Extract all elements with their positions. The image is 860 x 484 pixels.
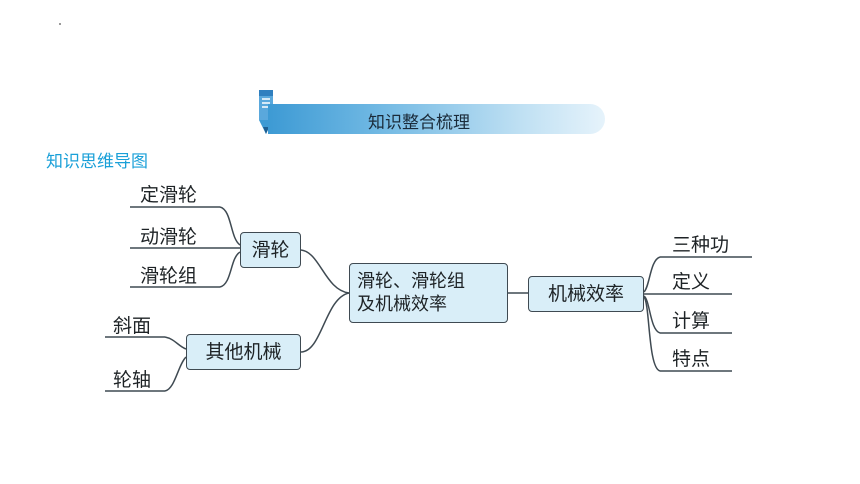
efficiency-node: 机械效率 (528, 276, 644, 312)
banner-title: 知识整合梳理 (368, 113, 470, 133)
leaf-calculation: 计算 (672, 310, 711, 332)
connector-three-works (643, 256, 661, 293)
section-banner (268, 104, 605, 134)
connector-incline (164, 336, 187, 350)
connector-center-other (300, 292, 350, 353)
leaf-wheel-axle: 轮轴 (113, 369, 152, 391)
center-node: 滑轮、滑轮组 及机械效率 (349, 263, 508, 323)
connector-fixed-pulley (219, 206, 241, 246)
connector-wheel-axle (164, 356, 187, 392)
connector-center-pulley (300, 249, 350, 294)
leaf-characteristics: 特点 (672, 348, 711, 370)
leaf-movable-pulley: 动滑轮 (140, 226, 198, 248)
decorative-dot (59, 23, 61, 25)
connector-characteristics (643, 296, 661, 372)
center-node-line1: 滑轮、滑轮组 (357, 270, 465, 292)
connector-calculation (643, 295, 661, 334)
leaf-incline: 斜面 (113, 315, 152, 337)
other-machines-node: 其他机械 (186, 334, 301, 370)
connector-pulley-block (219, 251, 241, 288)
center-node-line2: 及机械效率 (357, 294, 447, 315)
leaf-definition: 定义 (672, 271, 711, 293)
leaf-three-works: 三种功 (672, 234, 730, 256)
leaf-fixed-pulley: 定滑轮 (140, 184, 198, 206)
leaf-pulley-block: 滑轮组 (140, 265, 198, 287)
pulley-node: 滑轮 (240, 232, 301, 268)
mindmap-title: 知识思维导图 (46, 152, 148, 172)
